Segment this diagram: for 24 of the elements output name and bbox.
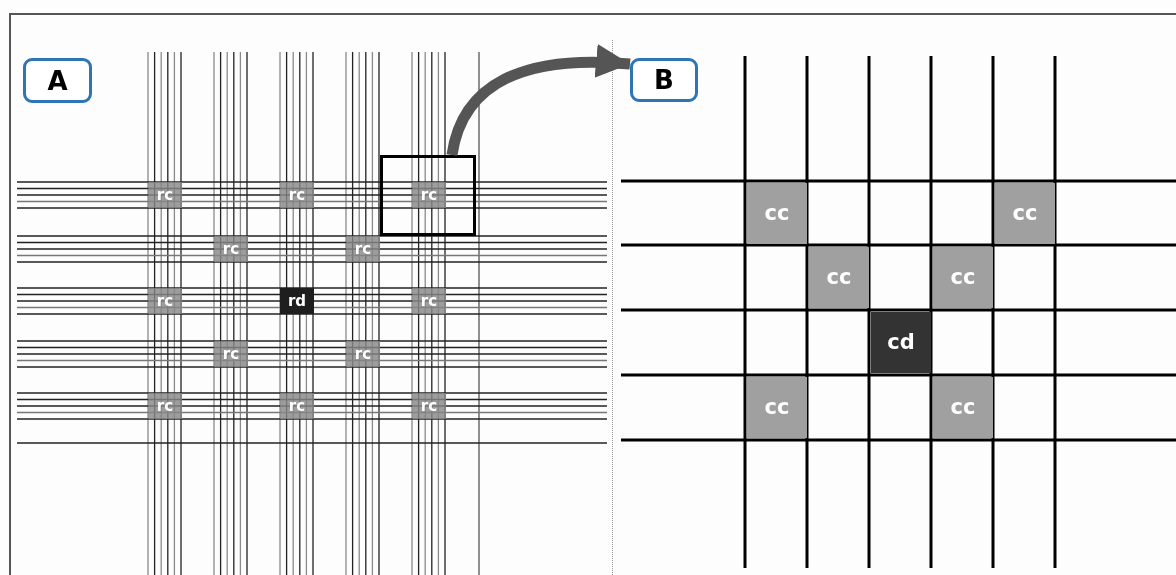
cell-label: rc — [148, 288, 182, 314]
panel-label: B — [630, 58, 698, 102]
cell-label: cc — [933, 377, 993, 438]
panel-label: A — [23, 58, 92, 103]
curved-arrow — [446, 44, 631, 157]
cell-label: rd — [280, 288, 314, 314]
cell-label: rc — [412, 182, 446, 208]
cell-label: rc — [214, 236, 248, 262]
cell-label: rc — [214, 341, 248, 367]
cell-label: cc — [747, 377, 807, 438]
cell-label: rc — [280, 393, 314, 419]
cell-label: cc — [995, 183, 1055, 244]
cell-label: cd — [871, 312, 931, 373]
cell-label: rc — [148, 182, 182, 208]
cell-label: cc — [809, 247, 869, 308]
zoom-frame — [380, 155, 476, 236]
cell-label: rc — [280, 182, 314, 208]
cell-label: rc — [148, 393, 182, 419]
cell-label: rc — [346, 236, 380, 262]
cell-label: rc — [412, 288, 446, 314]
cell-label: rc — [346, 341, 380, 367]
cell-label: cc — [747, 183, 807, 244]
cell-label: cc — [933, 247, 993, 308]
cell-label: rc — [412, 393, 446, 419]
